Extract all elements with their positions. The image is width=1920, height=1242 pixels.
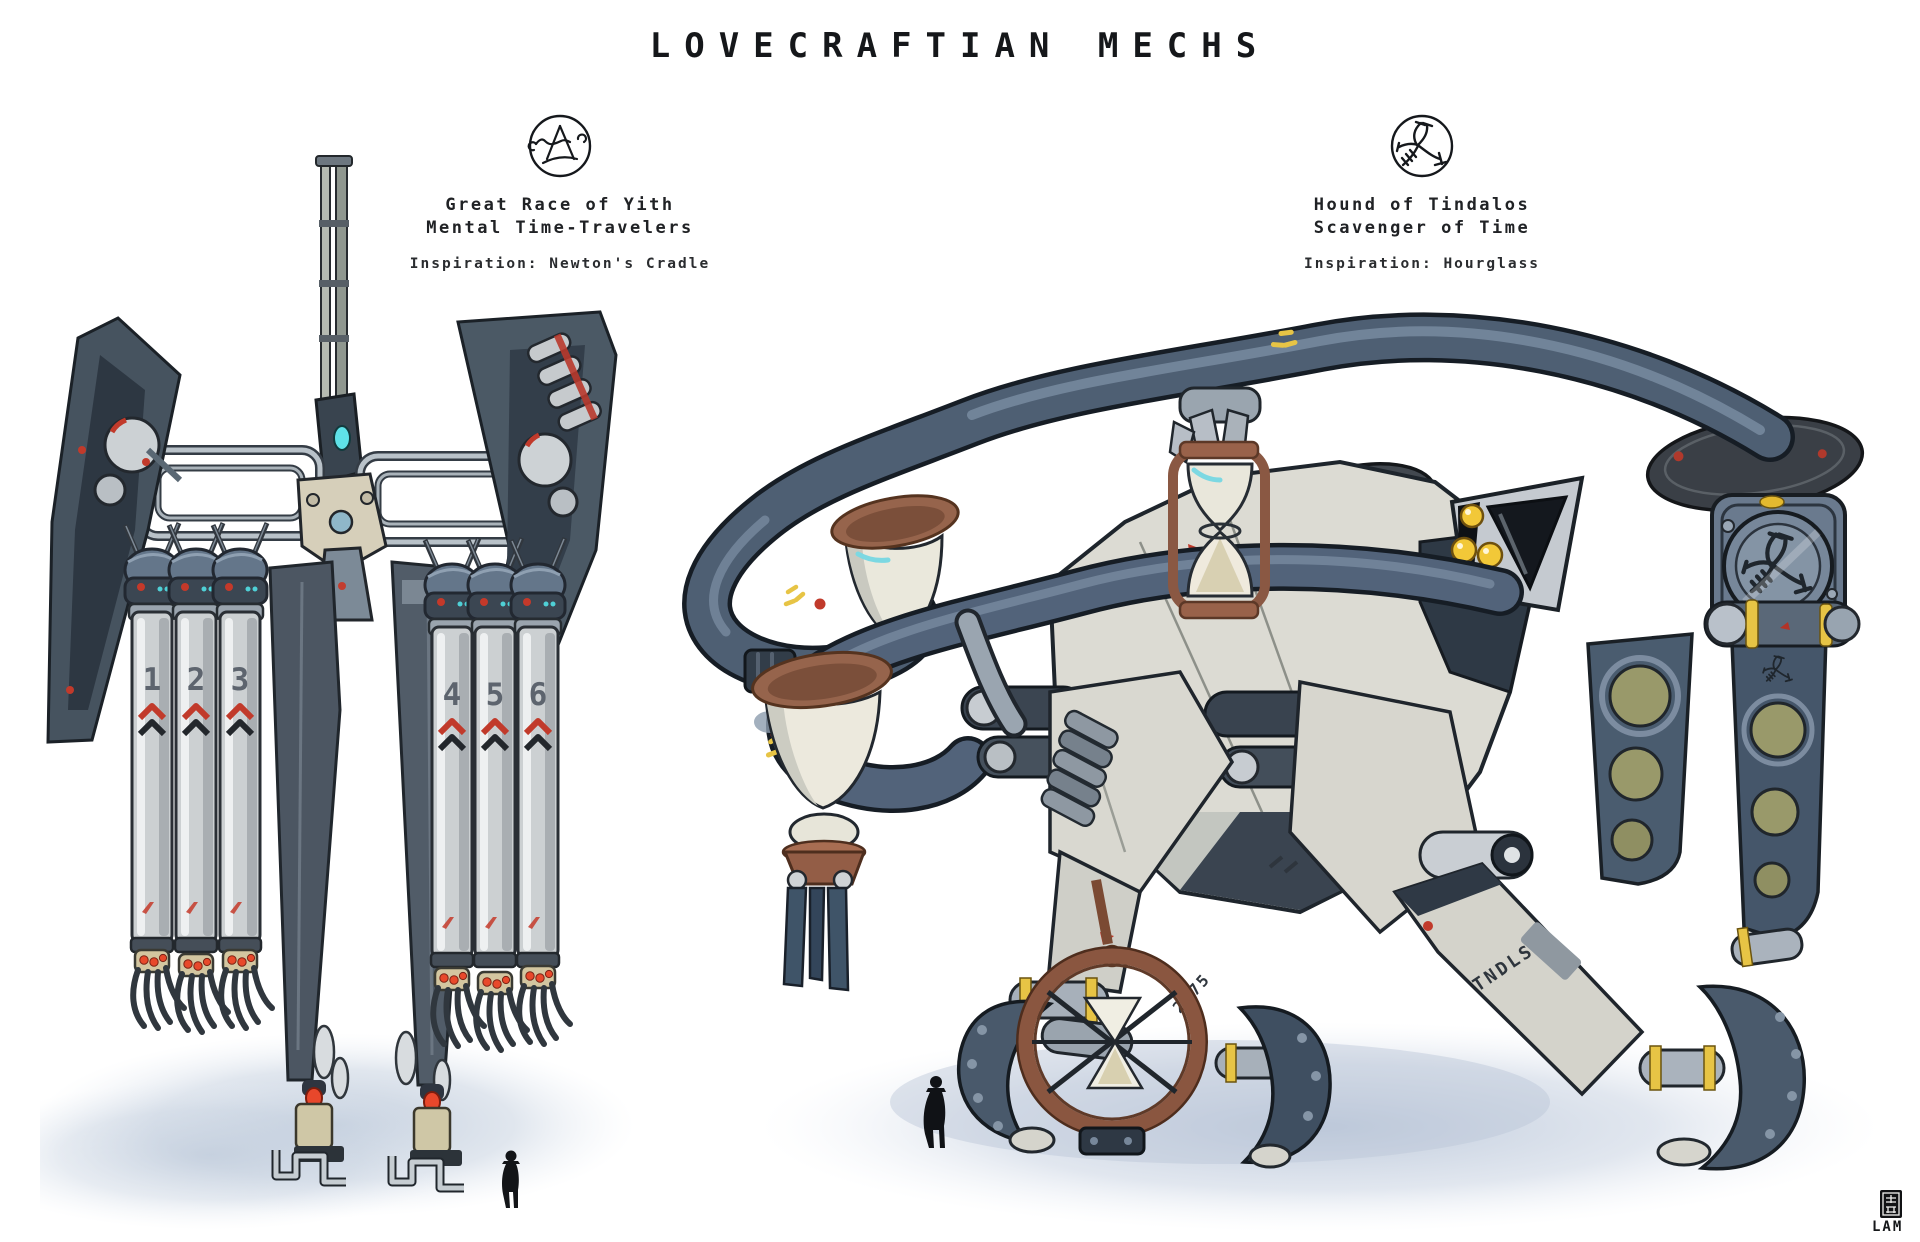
- tindalos-mech-illustration: 2375 TNDLS: [682, 312, 1880, 1232]
- tindalos-tail-fin-right: [1730, 634, 1828, 940]
- tindalos-name: Hound of Tindalos Scavenger of Time: [1314, 194, 1531, 240]
- yith-mech-illustration: 1 2 3 4 5 6: [40, 155, 635, 1230]
- tindalos-rear-leg: TNDLS: [1288, 679, 1645, 1097]
- yith-pendulum-5: 5: [468, 538, 527, 1050]
- pendulum-number-1: 1: [143, 662, 162, 698]
- tindalos-funnel-lower-stand: [751, 650, 893, 992]
- pendulum-number-2: 2: [187, 662, 206, 698]
- scale-figure-right: [923, 1076, 946, 1148]
- scale-figure-left: [502, 1150, 520, 1208]
- yith-mast: [314, 155, 364, 484]
- tindalos-name-line1: Hound of Tindalos: [1313, 195, 1531, 215]
- pendulum-number-6: 6: [529, 677, 548, 713]
- tindalos-tail-fin-left: [1586, 632, 1694, 886]
- tindalos-inspiration: Inspiration: Hourglass: [1303, 255, 1541, 272]
- yith-pendulum-4: 4: [425, 538, 484, 1046]
- page-title: LOVECRAFTIAN MECHS: [649, 26, 1271, 66]
- artist-signature: LAM: [1868, 1190, 1920, 1235]
- yith-pendulum-2: 2: [169, 523, 228, 1032]
- yith-name: Great Race of Yith Mental Time-Travelers: [426, 194, 693, 240]
- tindalos-clock-gauge: [1703, 493, 1861, 649]
- tindalos-ring-arm: [954, 608, 1208, 1156]
- tindalos-rear-foot: [1638, 926, 1806, 1171]
- yith-seal-icon: [527, 114, 592, 178]
- yith-pendulum-1: 1: [125, 523, 184, 1028]
- tindalos-annotation: Hound of Tindalos Scavenger of Time Insp…: [1232, 112, 1612, 272]
- yith-name-line2: Mental Time-Travelers: [426, 217, 694, 238]
- tindalos-seal-icon: [1390, 114, 1454, 178]
- tindalos-hourglass: [1168, 386, 1270, 620]
- yith-ground-shadow: [40, 1033, 635, 1230]
- artist-name: LAM: [1872, 1219, 1904, 1235]
- yith-left-wing: [46, 316, 183, 744]
- pendulum-number-5: 5: [486, 677, 505, 713]
- tindalos-front-leg-2: [1214, 1005, 1332, 1169]
- artist-seal-stamp: [1880, 1190, 1902, 1218]
- yith-annotation: Great Race of Yith Mental Time-Travelers…: [370, 112, 750, 272]
- yith-pendulum-3: 3: [213, 523, 272, 1028]
- yith-left-leg: [268, 560, 350, 1187]
- pendulum-number-3: 3: [231, 662, 250, 698]
- yith-inspiration: Inspiration: Newton's Cradle: [409, 255, 711, 272]
- yith-pendulum-6: 6: [511, 538, 570, 1044]
- yith-name-line1: Great Race of Yith: [445, 195, 675, 215]
- pendulum-number-4: 4: [443, 677, 462, 713]
- tindalos-name-line2: Scavenger of Time: [1313, 217, 1531, 238]
